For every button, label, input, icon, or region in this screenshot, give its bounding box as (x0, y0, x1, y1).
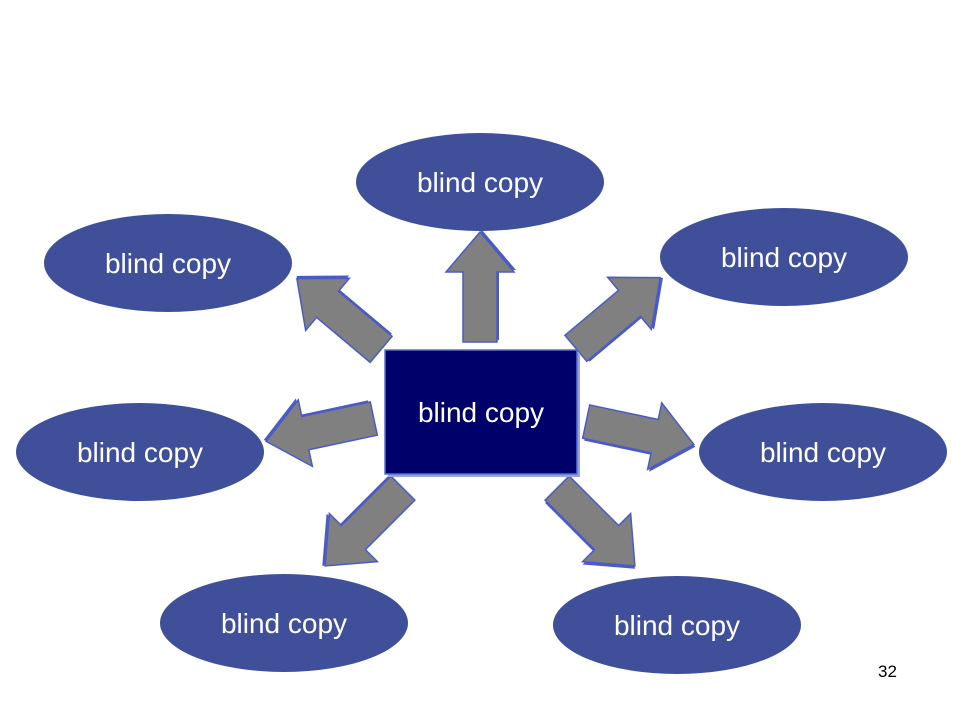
node-label: blind copy (614, 610, 740, 641)
node-label: blind copy (77, 437, 203, 468)
node-label: blind copy (417, 167, 543, 198)
node-label: blind copy (721, 242, 847, 273)
arrow-to-right (578, 387, 703, 481)
node-left: blind copy (16, 403, 264, 501)
node-top-left: blind copy (44, 214, 292, 312)
arrow-to-bottom-left (298, 463, 428, 591)
node-bottom-right: blind copy (553, 576, 801, 674)
node-right: blind copy (699, 403, 947, 501)
center-label: blind copy (418, 397, 544, 428)
node-label: blind copy (105, 248, 231, 279)
center-node: blind copy (384, 349, 580, 477)
node-bottom-left: blind copy (160, 574, 408, 672)
arrow-to-bottom-right (532, 463, 660, 593)
node-top-right: blind copy (660, 208, 908, 306)
page-number: 32 (878, 662, 897, 681)
arrow-to-left (256, 383, 382, 476)
node-label: blind copy (760, 437, 886, 468)
arrow-to-top (445, 230, 516, 343)
node-label: blind copy (221, 608, 347, 639)
node-top: blind copy (356, 133, 604, 231)
